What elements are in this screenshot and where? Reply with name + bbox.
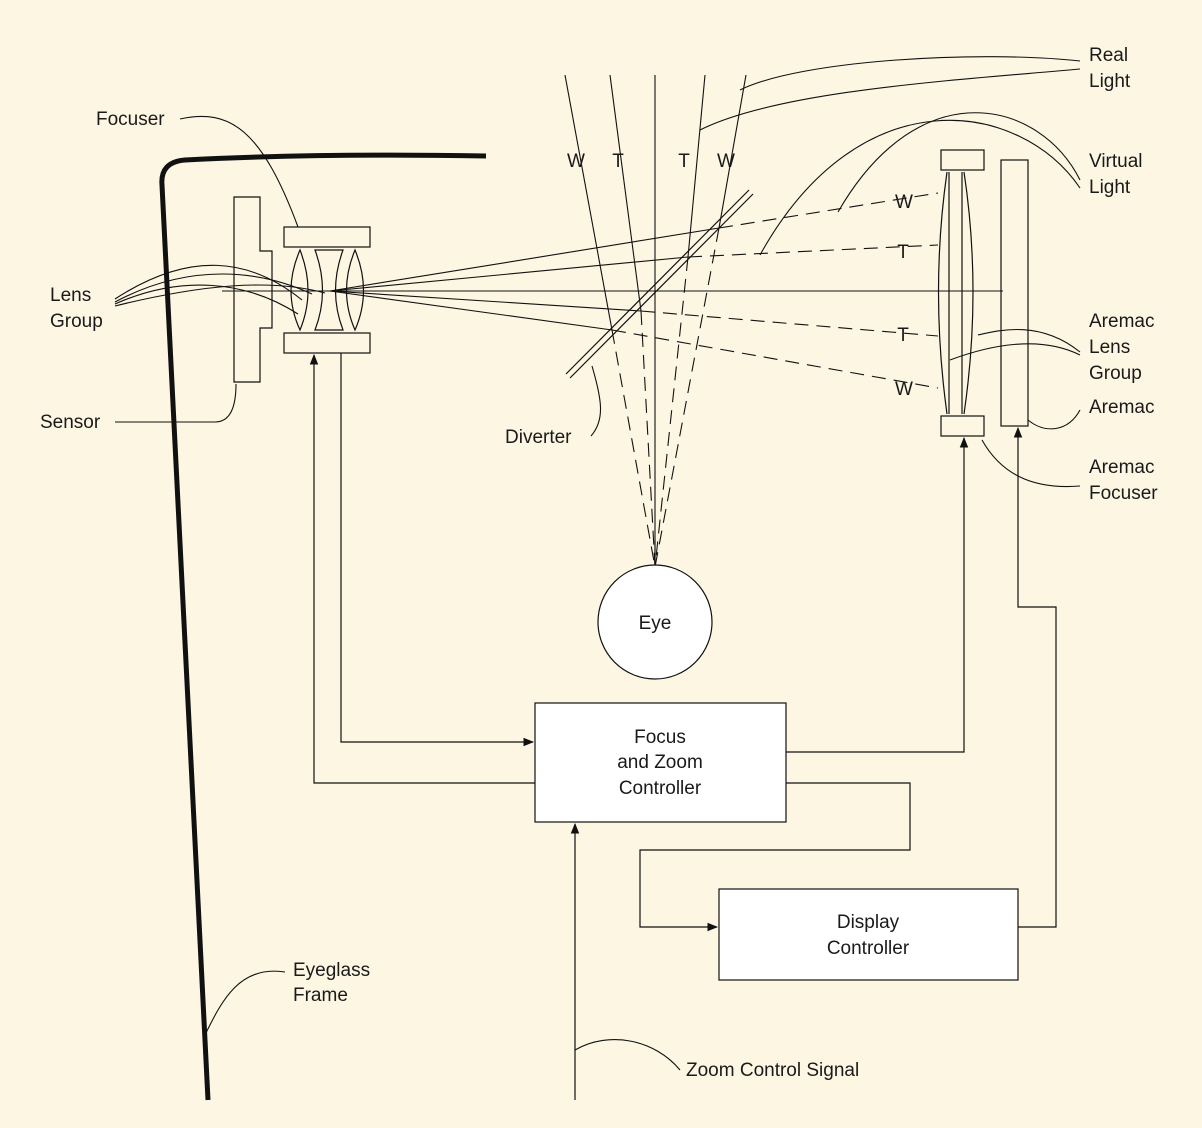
sensor-label: Sensor [40,412,101,433]
eye-rays [611,227,720,568]
aremac-focuser-bottom [940,415,985,437]
ray-mark-t-aremac-bottom: T [897,325,909,346]
aremac-lens-group-label-line2: Lens [1089,337,1130,358]
lens-group-label-line1: Lens [50,285,91,306]
display-controller-box [718,888,1019,981]
focuser-label: Focuser [96,109,165,130]
aremac [1000,159,1029,427]
display-controller-line1: Display [837,912,900,933]
leader-lines [114,56,1081,1071]
ray-mark-w-aremac-top: W [895,192,913,213]
focus-zoom-controller-line1: Focus [634,727,686,748]
focus-zoom-controller-line2: and Zoom [617,752,703,773]
ray-mark-w-right: W [717,151,735,172]
eyeglass-frame-line [159,152,487,1101]
aremac-label: Aremac [1089,397,1154,418]
eyeglass-frame-label-line1: Eyeglass [293,960,370,981]
eye-label: Eye [639,613,672,634]
focus-zoom-controller-line3: Controller [619,778,702,799]
aremac-focuser-label-line1: Aremac [1089,457,1154,478]
aremac-focuser-top [940,149,985,171]
aremac-lens-group-label-line1: Aremac [1089,311,1154,332]
diverter-label: Diverter [505,427,572,448]
virtual-light-label-line2: Light [1089,177,1131,198]
ray-mark-t-right: T [678,151,690,172]
ray-mark-w-left: W [567,151,585,172]
real-light-label-line2: Light [1089,71,1131,92]
focus-zoom-controller-box [534,702,787,823]
display-controller-line2: Controller [827,938,910,959]
aremac-lens-group [937,171,974,415]
real-light-rays [564,74,747,567]
zoom-control-signal-label: Zoom Control Signal [686,1060,859,1081]
aremac-lens-group-label-line3: Group [1089,363,1142,384]
camera-rays [329,227,720,331]
lens-group-label-line2: Group [50,311,103,332]
ray-mark-w-aremac-bottom: W [895,379,913,400]
virtual-light-rays [611,192,939,389]
focuser-bottom-bar [283,332,371,354]
real-light-label-line1: Real [1089,45,1128,66]
ray-mark-t-left: T [612,151,624,172]
aremac-focuser-label-line2: Focuser [1089,483,1158,504]
eyeglass-frame-label-line2: Frame [293,985,348,1006]
diverter [565,189,754,379]
eye [597,564,713,680]
ray-mark-t-aremac-top: T [897,242,909,263]
virtual-light-label-line1: Virtual [1089,151,1143,172]
sensor [233,196,273,383]
lens-group [290,248,365,332]
control-wiring [309,353,1057,1100]
focuser-top-bar [283,226,371,248]
